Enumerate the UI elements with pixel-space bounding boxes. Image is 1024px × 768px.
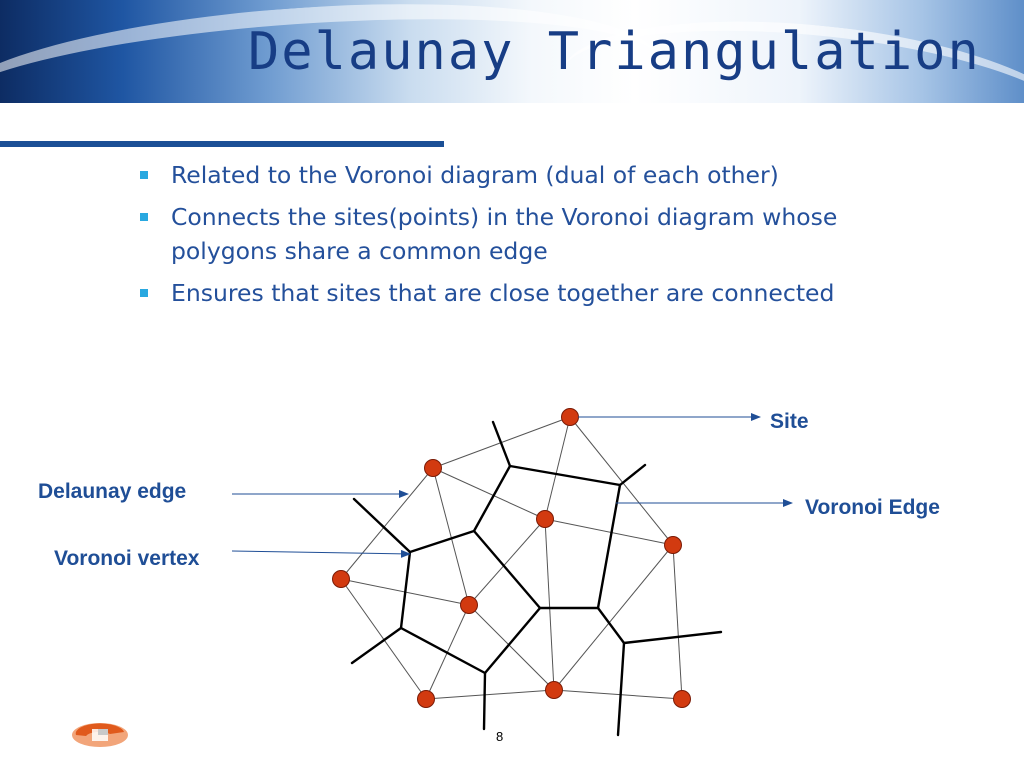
voronoi-edge bbox=[596, 483, 622, 610]
delaunay-edge bbox=[432, 467, 470, 606]
bullet-square-icon bbox=[140, 213, 148, 221]
callout-arrows bbox=[231, 413, 793, 558]
voronoi-edge bbox=[616, 641, 626, 737]
bullet-item: Connects the sites(points) in the Vorono… bbox=[136, 200, 946, 268]
voronoi-edge bbox=[482, 671, 487, 731]
sites bbox=[332, 408, 691, 708]
voronoi-edge bbox=[472, 464, 512, 533]
slide-title: Delaunay Triangulation bbox=[248, 22, 981, 82]
delaunay-edge bbox=[544, 518, 674, 546]
voronoi-edge bbox=[618, 463, 647, 487]
delaunay-edge-label: Delaunay edge bbox=[38, 480, 187, 503]
voronoi-edge bbox=[399, 550, 412, 630]
delaunay-edge bbox=[544, 416, 571, 520]
site-point bbox=[673, 690, 691, 708]
voronoi-edge bbox=[622, 630, 723, 645]
delaunay-edge bbox=[468, 604, 555, 691]
site-point bbox=[424, 459, 442, 477]
title-underline bbox=[0, 141, 444, 147]
bullet-text: Connects the sites(points) in the Vorono… bbox=[171, 203, 838, 265]
title-banner bbox=[0, 0, 1024, 103]
voronoi-edge-label: Voronoi Edge bbox=[805, 496, 940, 519]
bullet-square-icon bbox=[140, 171, 148, 179]
bullet-item: Related to the Voronoi diagram (dual of … bbox=[136, 158, 946, 192]
voronoi-edge bbox=[472, 529, 542, 610]
bullet-item: Ensures that sites that are close togeth… bbox=[136, 276, 946, 310]
delaunay-edge bbox=[340, 578, 427, 700]
site-label: Site bbox=[770, 410, 809, 433]
voronoi-edge bbox=[491, 420, 512, 468]
bullet-text: Ensures that sites that are close togeth… bbox=[171, 279, 835, 307]
site-point bbox=[417, 690, 435, 708]
delaunay-edge bbox=[553, 689, 683, 700]
delaunay-edge bbox=[544, 518, 555, 691]
site-point bbox=[664, 536, 682, 554]
bullet-text: Related to the Voronoi diagram (dual of … bbox=[171, 161, 779, 189]
delaunay-edge bbox=[553, 544, 674, 691]
site-point bbox=[332, 570, 350, 588]
delaunay-edge bbox=[340, 467, 434, 580]
site-point bbox=[460, 596, 478, 614]
voronoi-edge bbox=[596, 606, 626, 645]
delaunay-edge bbox=[569, 416, 674, 546]
voronoi-edge bbox=[483, 606, 542, 675]
voronoi-edge bbox=[508, 464, 622, 487]
delaunay-edge bbox=[468, 518, 546, 606]
voronoi-edges bbox=[350, 420, 723, 737]
bullet-list: Related to the Voronoi diagram (dual of … bbox=[136, 158, 946, 318]
voronoi-vertex-arrow bbox=[231, 549, 411, 558]
voronoi-edge bbox=[350, 626, 403, 665]
delaunay-edge bbox=[432, 467, 546, 520]
site-point bbox=[536, 510, 554, 528]
bullet-square-icon bbox=[140, 289, 148, 297]
delaunay-edges bbox=[340, 416, 683, 700]
voronoi-vertex-label: Voronoi vertex bbox=[54, 547, 200, 570]
site-point bbox=[545, 681, 563, 699]
company-logo-icon bbox=[72, 723, 128, 747]
voronoi-edge bbox=[352, 497, 412, 554]
voronoi-edge bbox=[399, 626, 487, 675]
delaunay-edge bbox=[672, 544, 683, 700]
voronoi-edge bbox=[408, 529, 476, 554]
page-number: 8 bbox=[496, 729, 504, 744]
delaunay-edge bbox=[425, 689, 555, 700]
site-point bbox=[561, 408, 579, 426]
